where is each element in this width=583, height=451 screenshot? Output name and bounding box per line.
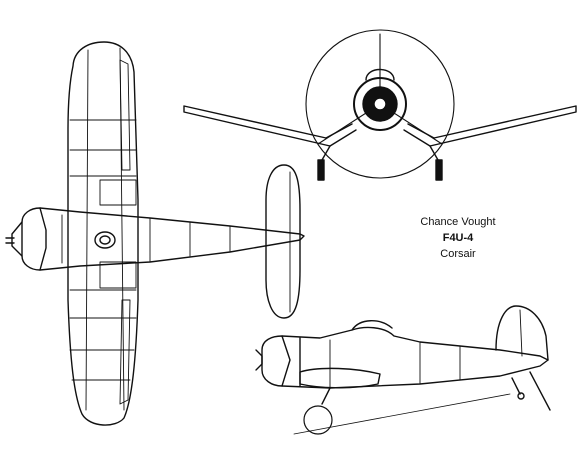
plan-view-aileron-right <box>120 300 130 404</box>
side-view-fuselage <box>262 328 548 388</box>
side-view <box>256 306 550 434</box>
plan-view-cockpit <box>95 232 115 248</box>
plan-view-cowling <box>12 208 46 270</box>
plan-view-cockpit-inner <box>100 236 110 244</box>
side-view-tail-wheel <box>512 378 520 394</box>
plan-view-wing-panels <box>70 48 136 410</box>
side-view-cowling <box>282 336 300 386</box>
plan-view-wing <box>68 42 138 425</box>
plan-view-flap-left <box>100 180 136 205</box>
caption-name: Corsair <box>440 248 476 260</box>
side-view-propeller <box>256 350 262 370</box>
front-view-wheel-left <box>318 160 324 180</box>
front-view-wing-left <box>184 106 356 146</box>
front-view-propeller-disc <box>306 30 454 178</box>
caption-model: F4U-4 <box>442 232 474 244</box>
side-view-tail-wheel-tire <box>518 393 524 399</box>
side-view-gear <box>322 388 330 404</box>
front-view-spinner <box>374 98 386 110</box>
side-view-wing <box>300 368 380 387</box>
plan-view-fuselage-panels <box>62 215 230 263</box>
side-view-rudder-hinge <box>520 310 522 356</box>
side-view-panels <box>330 340 460 388</box>
front-view-wing-right <box>404 106 576 146</box>
aircraft-caption: Chance Vought F4U-4 Corsair <box>398 214 518 262</box>
plan-view <box>6 42 304 425</box>
side-view-ground-line <box>294 394 510 434</box>
front-view-canopy <box>366 70 394 81</box>
plan-view-flap-right <box>100 262 136 288</box>
front-view-wheel-right <box>436 160 442 180</box>
plan-view-aileron-left <box>120 60 130 170</box>
side-view-arrester-hook <box>530 372 550 410</box>
caption-maker: Chance Vought <box>420 216 496 228</box>
side-view-tail-fin <box>496 306 548 360</box>
plan-view-tailplane <box>266 165 300 318</box>
front-view <box>184 30 576 180</box>
front-view-cowling <box>354 78 406 130</box>
plan-view-propeller <box>6 238 14 243</box>
side-view-canopy <box>352 321 392 330</box>
side-view-wheel <box>304 406 332 434</box>
plan-view-fuselage <box>22 208 304 270</box>
